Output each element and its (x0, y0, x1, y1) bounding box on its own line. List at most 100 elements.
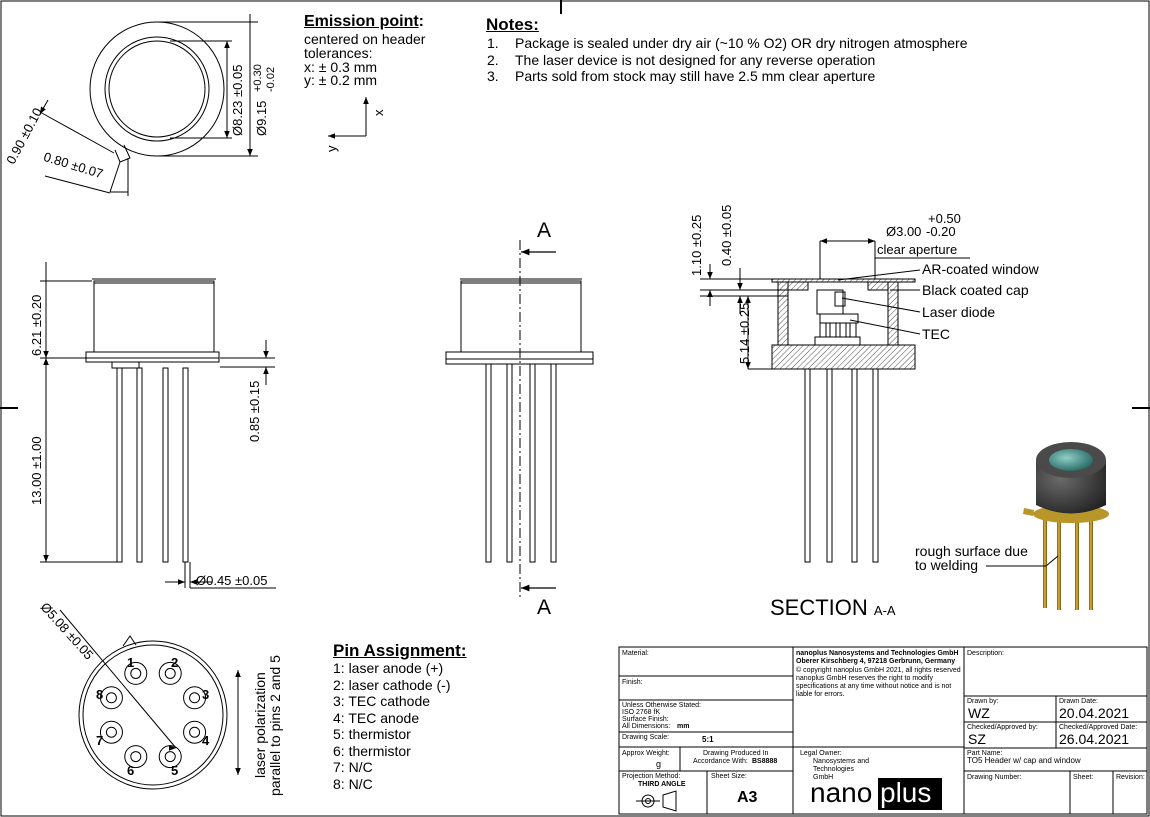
section-title-text: SECTION (770, 595, 868, 620)
pin-number-3: 3 (202, 687, 210, 702)
dim-pin-diameter: Ø0.45 ±0.05 (196, 573, 268, 588)
pin-lead-7 (105, 726, 117, 738)
callout-tec: TEC (922, 326, 950, 342)
note-num-2: 2. (487, 52, 499, 68)
tb-checked-date: 26.04.2021 (1059, 731, 1130, 747)
dim-height-514: 5.14 ±0.25 (737, 302, 752, 364)
pin-hole-6 (124, 745, 148, 769)
tb-weight-unit: g (656, 759, 662, 769)
tb-unless-1: Unless Otherwise Stated: (622, 702, 701, 709)
pin-lead-1 (130, 667, 142, 679)
tb-sheet-size: A3 (737, 789, 758, 806)
top-view (39, 14, 258, 196)
pin-number-7: 7 (96, 733, 104, 748)
pin-assignment-6: 6: thermistor (333, 743, 411, 759)
tb-weight-label: Approx Weight: (622, 750, 670, 757)
side-view-middle (445, 240, 594, 600)
tb-drawing-number: Drawing Number: (967, 774, 1022, 781)
pin-hole-2 (158, 661, 182, 685)
tb-unless-4: All Dimensions: (622, 723, 671, 730)
tb-produced-2: Accordance With: (693, 758, 748, 765)
polarization-line-2: parallel to pins 2 and 5 (267, 655, 283, 796)
pin-lead-3 (189, 692, 201, 704)
callout-window: AR-coated window (922, 261, 1039, 277)
tb-legal-owner: Legal Owner: (800, 750, 842, 757)
dim-aperture-diameter: Ø3.00 (886, 224, 922, 239)
dim-915-tol-lower: -0.02 (265, 66, 277, 92)
dim-pin-length-1300: 13.00 ±1.00 (29, 436, 44, 505)
pin-number-5: 5 (171, 763, 179, 778)
pin-lead-8 (105, 692, 117, 704)
tb-drawn-by: WZ (968, 705, 990, 721)
rough-line-1: rough surface due (915, 543, 1028, 559)
tb-material-label: Material: (622, 650, 649, 657)
pin-assignment-heading: Pin Assignment: (333, 641, 467, 660)
section-title-suffix: A-A (873, 603, 896, 618)
tb-address: Oberer Kirschberg 4, 97218 Gerbrunn, Ger… (796, 658, 956, 665)
tb-checked-date-label: Checked/Approved Date: (1059, 724, 1138, 731)
pin-assignment-8: 8: N/C (333, 776, 373, 792)
tb-company: nanoplus Nanosystems and Technologies Gm… (796, 650, 959, 657)
logo-plus: plus (880, 777, 932, 808)
emission-line-2: tolerances: (304, 45, 373, 61)
pin-number-2: 2 (171, 655, 179, 670)
pin-assignment-4: 4: TEC anode (333, 710, 420, 726)
note-text-1: Package is sealed under dry air (~10 % O… (515, 35, 968, 51)
third-angle-symbol (636, 790, 677, 812)
tb-copyright-1: © copyright nanoplus GmbH 2021, all righ… (796, 667, 961, 674)
tb-copyright-2: nanoplus GmbH reserves the right to modi… (796, 675, 933, 682)
tb-copyright-4: liable for errors. (796, 691, 845, 698)
pin-number-1: 1 (127, 655, 135, 670)
emission-line-3: x: ± 0.3 mm (304, 59, 378, 75)
note-num-1: 1. (487, 35, 499, 51)
note-text-2: The laser device is not designed for any… (515, 52, 876, 68)
pin-hole-8 (99, 686, 123, 710)
title-block (618, 646, 1148, 815)
tb-produced-1: Drawing Produced In (703, 750, 769, 757)
pin-hole-4 (183, 720, 207, 744)
tb-checked-by: SZ (968, 731, 986, 747)
emission-heading: Emission point: (304, 13, 424, 30)
dim-diameter-823: Ø8.23 ±0.05 (230, 64, 245, 136)
tb-description-label: Description: (967, 650, 1004, 657)
dim-window-040: 0.40 ±0.05 (719, 204, 734, 266)
pin-assignment-2: 2: laser cathode (-) (333, 677, 451, 693)
dim-915-tol-upper: +0.30 (252, 64, 264, 92)
axis-symbol (328, 97, 369, 139)
tb-unless-2: ISO 2768 fK (622, 709, 661, 716)
dim-diameter-915: Ø9.15 (254, 100, 269, 136)
render-3d (986, 442, 1109, 610)
tb-scale-label: Drawing Scale: (622, 734, 670, 741)
tb-projection: THIRD ANGLE (638, 781, 686, 788)
dim-flange-085: 0.85 ±0.15 (247, 380, 262, 442)
tb-part-name: TO5 Header w/ cap and window (967, 756, 1081, 765)
cut-label-bottom: A (537, 596, 552, 619)
pin-assignment-3: 3: TEC cathode (333, 693, 431, 709)
pin-assignment-7: 7: N/C (333, 759, 373, 775)
pin-lead-5 (164, 751, 176, 763)
tb-part-name-label: Part Name: (967, 750, 1003, 757)
pin-hole-5 (158, 745, 182, 769)
pin-lead-2 (164, 667, 176, 679)
pin-number-6: 6 (127, 763, 135, 778)
tb-sheet-size-label: Sheet Size: (711, 773, 747, 780)
pin-assignment-1: 1: laser anode (+) (333, 660, 444, 676)
axis-y-label: y (324, 145, 339, 153)
tb-drawn-date: 20.04.2021 (1059, 705, 1130, 721)
rough-line-2: to welding (915, 557, 979, 573)
dim-aperture-upper: +0.50 (928, 211, 961, 226)
callout-cap: Black coated cap (922, 282, 1029, 298)
tb-checked-label: Checked/Approved by: (967, 724, 1038, 731)
tb-drawn-by-label: Drawn by: (967, 698, 999, 705)
pin-hole-3 (183, 686, 207, 710)
tb-owner-2: Technologies (813, 766, 854, 773)
tb-revision: Revision: (1116, 774, 1145, 781)
tb-drawn-date-label: Drawn Date: (1059, 698, 1098, 705)
tb-copyright-3: specifications at any time without notic… (796, 683, 952, 690)
note-text-3: Parts sold from stock may still have 2.5… (515, 68, 876, 84)
section-view (700, 238, 970, 563)
tb-units: mm (677, 723, 690, 730)
pin-hole-7 (99, 720, 123, 744)
